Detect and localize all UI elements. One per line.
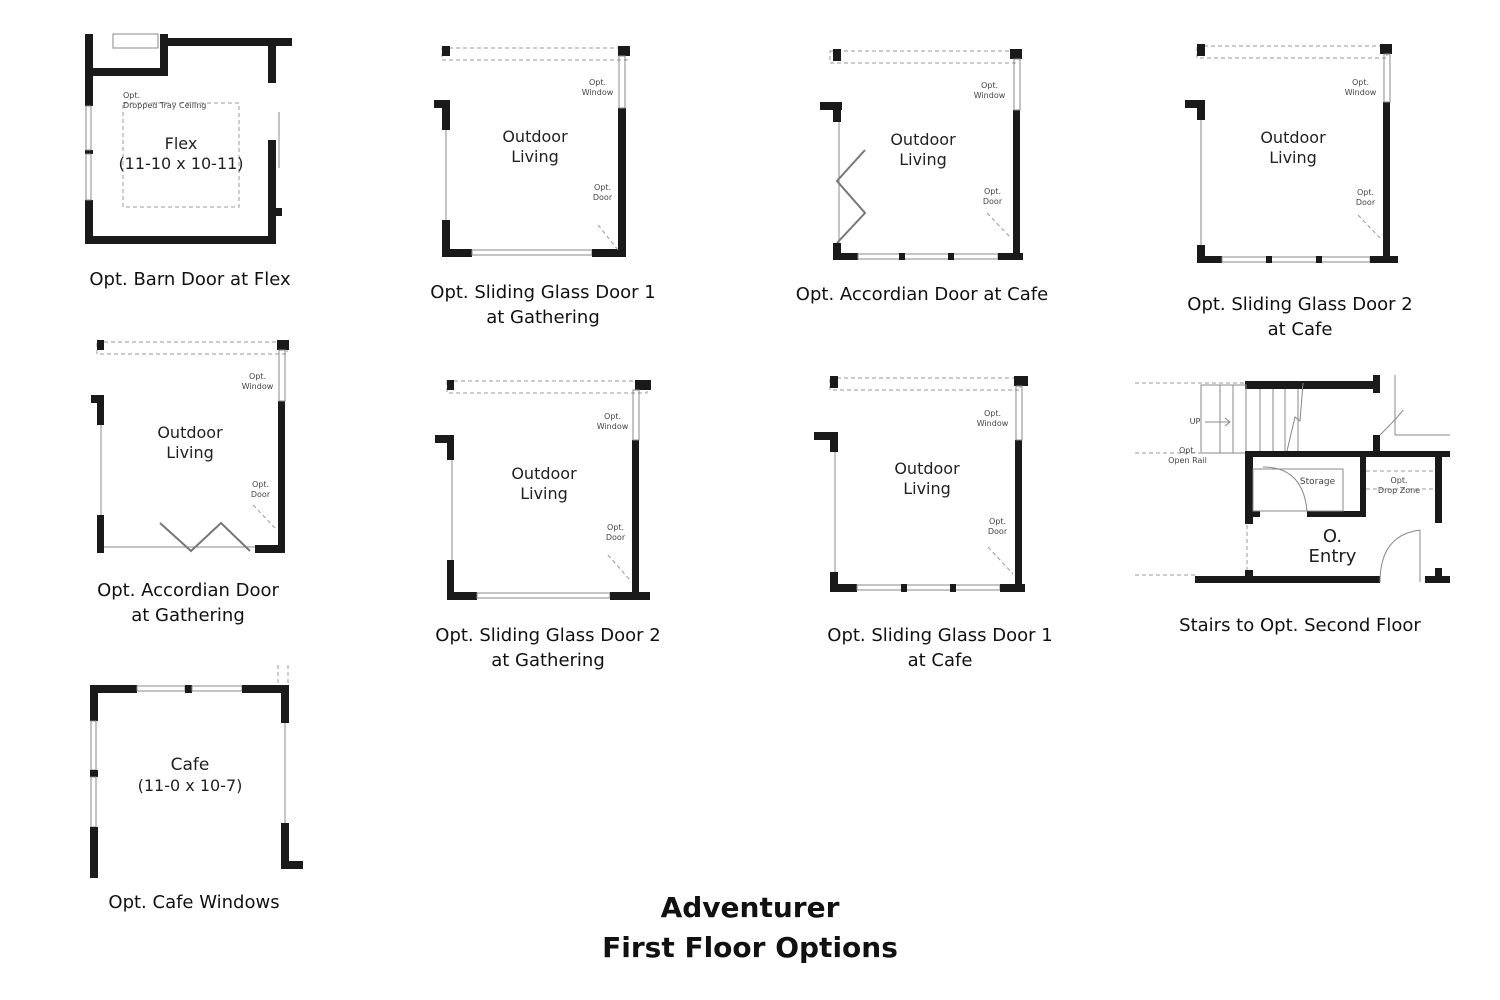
caption-sliding-door-2-cafe: Opt. Sliding Glass Door 2 at Cafe (1150, 292, 1450, 342)
storage-label: Storage (1299, 477, 1336, 487)
door-label: Opt. (988, 517, 1007, 526)
page-title: Adventurer (660, 891, 840, 924)
room-name-2: Living (511, 147, 559, 166)
door-label-2: Door (982, 197, 1003, 206)
plan-sliding-door-1-cafe: Opt. Window Outdoor Living Opt. Door (810, 372, 1035, 597)
room-name-2: Living (166, 443, 214, 462)
room-name-2: Living (1269, 148, 1317, 167)
caption-sliding-door-1-cafe: Opt. Sliding Glass Door 1 at Cafe (790, 623, 1090, 673)
window-label: Opt. (603, 412, 622, 421)
caption-line-1: Opt. Sliding Glass Door 1 (430, 282, 656, 303)
room-name-cafe: Cafe (170, 755, 210, 775)
room-dims-cafe: (11-0 x 10-7) (137, 776, 243, 795)
floorplan-drawing (814, 376, 1028, 592)
drop-zone-label-2: Drop Zone (1377, 486, 1421, 495)
room-name-flex: Flex (164, 134, 198, 153)
room-name: Outdoor (157, 423, 223, 442)
plan-sliding-door-2-gathering: Opt. Window Outdoor Living Opt. Door (430, 375, 660, 605)
caption-accordian-door-cafe: Opt. Accordian Door at Cafe (795, 284, 1049, 305)
room-name: Outdoor (502, 127, 568, 146)
door-label: Opt. (1356, 188, 1375, 197)
plan-barn-door-flex: Opt. Dropped Tray Ceiling Flex (11-10 x … (80, 30, 310, 250)
room-name: Outdoor (511, 464, 577, 483)
floorplan-drawing (1185, 44, 1398, 263)
caption-barn-door-flex: Opt. Barn Door at Flex (89, 269, 291, 290)
window-label-2: Window (973, 91, 1006, 100)
plan-sliding-door-2-cafe: Opt. Window Outdoor Living Opt. Door (1180, 40, 1405, 270)
room-name-2: Living (899, 150, 947, 169)
window-label-2: Window (596, 422, 629, 431)
floorplan-stairs-drawing (1135, 375, 1450, 583)
door-label-2: Door (605, 533, 626, 542)
plan-stairs-second-floor: UP Opt. Open Rail Storage Opt. Drop Zone… (1135, 375, 1455, 590)
floorplan-drawing (91, 340, 289, 553)
note-dropped-tray-ceiling: Dropped Tray Ceiling (123, 101, 207, 110)
caption-line-2: at Gathering (491, 650, 605, 671)
room-name-2: Living (903, 479, 951, 498)
caption-line-1: Opt. Sliding Glass Door 2 (1187, 294, 1413, 315)
caption-line-1: Opt. Sliding Glass Door 2 (435, 625, 661, 646)
window-label-2: Window (581, 88, 614, 97)
room-name: Outdoor (894, 459, 960, 478)
floorplan-cafe-drawing (90, 665, 303, 878)
caption-accordian-door-gathering: Opt. Accordian Door at Gathering (38, 578, 338, 628)
floorplan-drawing (434, 46, 630, 257)
room-dims-flex: (11-10 x 10-11) (118, 154, 244, 173)
plan-cafe-windows: Cafe (11-0 x 10-7) (80, 660, 320, 890)
floorplan-drawing (435, 380, 651, 600)
window-label: Opt. (983, 409, 1002, 418)
plan-accordian-door-gathering: Opt. Window Outdoor Living Opt. Door (85, 335, 300, 560)
plan-accordian-door-cafe: Opt. Window Outdoor Living Opt. Door (815, 45, 1030, 265)
door-label: Opt. (593, 183, 612, 192)
room-name-2: Living (520, 484, 568, 503)
caption-cafe-windows: Opt. Cafe Windows (108, 892, 280, 913)
caption-line-1: Opt. Accordian Door (97, 580, 279, 601)
plan-sliding-door-1-gathering: Opt. Window Outdoor Living Opt. Door (430, 40, 640, 265)
window-label: Opt. (980, 81, 999, 90)
floorplan-flex-drawing (85, 33, 292, 244)
caption-line-1: Opt. Sliding Glass Door 1 (827, 625, 1053, 646)
open-rail-label-2: Open Rail (1168, 456, 1207, 465)
open-rail-label: Opt. (1178, 446, 1197, 455)
caption-stairs-second-floor: Stairs to Opt. Second Floor (1179, 615, 1421, 636)
window-label: Opt. (248, 372, 267, 381)
door-label: Opt. (983, 187, 1002, 196)
door-label: Opt. (606, 523, 625, 532)
floorplan-drawing (820, 49, 1023, 260)
page-subtitle: First Floor Options (602, 931, 898, 964)
drop-zone-label: Opt. (1390, 476, 1408, 485)
door-label-2: Door (250, 490, 271, 499)
door-label: Opt. (251, 480, 270, 489)
room-name: Outdoor (890, 130, 956, 149)
caption-line-2: at Cafe (907, 650, 973, 671)
window-label: Opt. (1351, 78, 1370, 87)
caption-line-2: at Gathering (131, 605, 245, 626)
entry-label: O. (1322, 526, 1343, 547)
caption-sliding-door-1-gathering: Opt. Sliding Glass Door 1 at Gathering (393, 280, 693, 330)
window-label: Opt. (588, 78, 607, 87)
caption-line-2: at Cafe (1267, 319, 1333, 340)
door-label-2: Door (592, 193, 613, 202)
door-label-2: Door (1355, 198, 1376, 207)
note-opt: Opt. (123, 91, 141, 100)
caption-sliding-door-2-gathering: Opt. Sliding Glass Door 2 at Gathering (398, 623, 698, 673)
caption-line-2: at Gathering (486, 307, 600, 328)
stairs-up-label: UP (1189, 417, 1201, 426)
entry-label-2: Entry (1308, 546, 1357, 567)
window-label-2: Window (1344, 88, 1377, 97)
window-label-2: Window (976, 419, 1009, 428)
window-label-2: Window (241, 382, 274, 391)
door-label-2: Door (987, 527, 1008, 536)
room-name: Outdoor (1260, 128, 1326, 147)
